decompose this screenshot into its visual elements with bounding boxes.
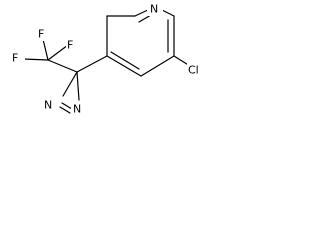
bond-n-n-double-b [59, 106, 71, 114]
fluorine-top-label: F [38, 28, 44, 41]
bond-c-to-f-left [22, 58, 49, 61]
bond-ring-to-diazirine [76, 55, 108, 73]
bond-c-to-f-mid [47, 44, 69, 61]
diazirine-nitrogen-left-label: N [44, 99, 52, 112]
chemical-structure-diagram: N Cl F F F N N [11, 1, 213, 117]
atom-labels: N Cl F F F N N [11, 1, 213, 117]
bond-c5-c4 [140, 55, 175, 77]
bond-quaternary-to-n-upper [62, 71, 78, 97]
bond-quaternary-to-n-lower [76, 71, 80, 101]
substituent-bonds [76, 55, 191, 73]
chlorine-label: Cl [188, 64, 199, 77]
bond-inner-top [138, 14, 152, 23]
pyridine-nitrogen-label: N [150, 3, 158, 16]
fluorine-mid-label: F [67, 39, 73, 52]
bond-n-n-double-a [61, 102, 73, 110]
bond-quaternary-to-cf3 [47, 59, 78, 73]
bond-inner-bottom [110, 51, 140, 70]
pyridine-ring [106, 8, 175, 77]
fluorine-left-label: F [12, 52, 18, 65]
diazirine-nitrogen-right-label: N [73, 103, 81, 116]
diazirine-ring [59, 71, 80, 114]
bond-c4-c3 [106, 55, 142, 77]
